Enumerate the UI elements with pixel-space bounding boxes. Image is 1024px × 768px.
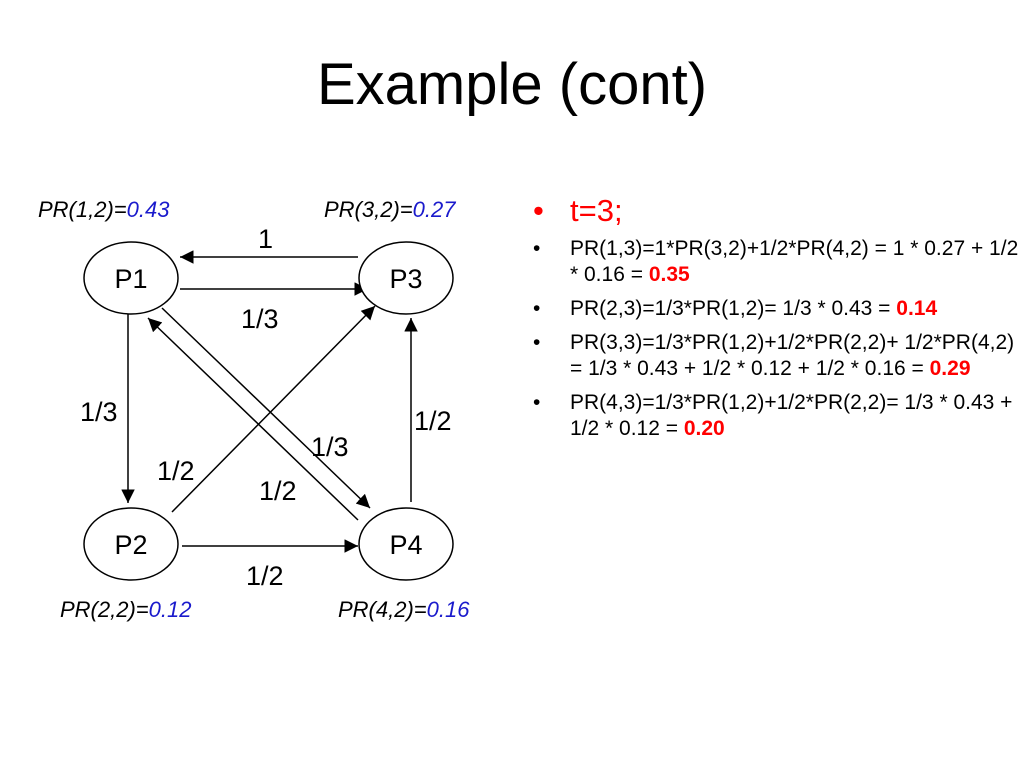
edge-label-p2-to-p3: 1/2 [157, 456, 195, 486]
node-p2-label: P2 [114, 530, 147, 560]
slide-title: Example (cont) [316, 52, 708, 117]
bullet-marker: • [533, 193, 544, 228]
calculation-item-pr4: • PR(4,3)=1/3*PR(1,2)+1/2*PR(2,2)= 1/3 *… [533, 390, 1021, 442]
calculation-item-pr2: • PR(2,3)=1/3*PR(1,2)= 1/3 * 0.43 = 0.14 [533, 296, 1021, 322]
node-p1: P1 [83, 241, 179, 315]
bullet-marker: • [533, 297, 541, 320]
node-p4-label: P4 [389, 530, 422, 560]
edge-p2-to-p3 [171, 305, 376, 513]
node-p4: P4 [358, 507, 454, 581]
calculation-text: PR(2,3)=1/3*PR(1,2)= 1/3 * 0.43 = [570, 297, 897, 320]
pagerank-label-p3: PR(3,2)=0.27 [324, 197, 456, 222]
bullet-marker: • [533, 331, 541, 354]
calculation-text: PR(4,3)=1/3*PR(1,2)+1/2*PR(2,2)= 1/3 * 0… [570, 391, 1013, 440]
calculation-result: 0.14 [896, 297, 938, 320]
node-p1-label: P1 [114, 264, 147, 294]
edge-label-p4-to-p3: 1/2 [414, 406, 452, 436]
calculation-result: 0.20 [683, 417, 725, 440]
edge-label-p4-to-p1: 1/2 [259, 476, 297, 506]
pagerank-label-p2: PR(2,2)=0.12 [60, 597, 191, 622]
bullet-marker: • [533, 391, 541, 414]
node-p3: P3 [358, 241, 454, 315]
calculation-result: 0.29 [929, 357, 971, 380]
edge-label-p3-to-p1: 1 [258, 224, 273, 254]
calculation-item-pr1: • PR(1,3)=1*PR(3,2)+1/2*PR(4,2) = 1 * 0.… [533, 236, 1021, 288]
edge-label-p1-to-p3: 1/3 [241, 304, 279, 334]
calculation-text: PR(1,3)=1*PR(3,2)+1/2*PR(4,2) = 1 * 0.27… [570, 237, 1019, 286]
calculation-result: 0.35 [648, 263, 690, 286]
node-p3-label: P3 [389, 264, 422, 294]
step-label: t=3; [570, 193, 623, 228]
pagerank-label-p4: PR(4,2)=0.16 [338, 597, 470, 622]
bullet-marker: • [533, 237, 541, 260]
edge-label-p2-to-p4: 1/2 [246, 561, 284, 591]
edge-label-p1-to-p4: 1/3 [311, 432, 349, 462]
calculation-list: • t=3; • PR(1,3)=1*PR(3,2)+1/2*PR(4,2) =… [533, 192, 1021, 450]
step-heading: • t=3; [533, 192, 1021, 230]
calculation-text: PR(3,3)=1/3*PR(1,2)+1/2*PR(2,2)+ 1/2*PR(… [570, 331, 1015, 380]
edge-p4-to-p1 [147, 317, 359, 521]
calculation-item-pr3: • PR(3,3)=1/3*PR(1,2)+1/2*PR(2,2)+ 1/2*P… [533, 330, 1021, 382]
pagerank-label-p1: PR(1,2)=0.43 [38, 197, 170, 222]
edge-label-p1-to-p2: 1/3 [80, 397, 118, 427]
edge-p1-to-p4 [161, 307, 371, 509]
node-p2: P2 [83, 507, 179, 581]
